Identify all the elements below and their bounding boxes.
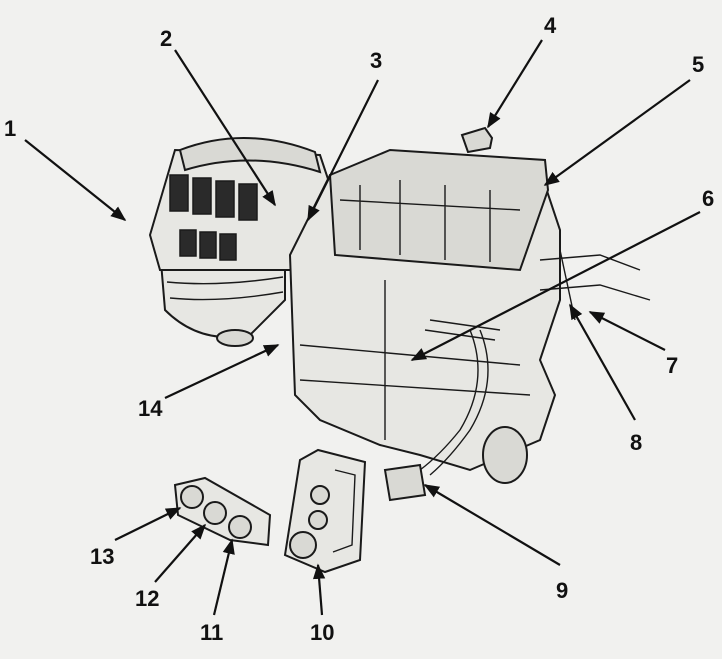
callout-2: 2	[160, 26, 173, 51]
callout-11: 11	[200, 620, 224, 645]
leader-line-14	[164, 344, 280, 399]
callout-4: 4	[544, 13, 557, 38]
callout-3: 3	[370, 48, 383, 73]
callout-1: 1	[4, 116, 17, 141]
callout-12: 12	[135, 586, 160, 611]
leader-line-3	[307, 79, 379, 222]
leader-line-13	[114, 507, 182, 541]
leader-line-1	[24, 139, 127, 221]
leader-line-2	[174, 49, 276, 207]
callout-10: 10	[310, 620, 335, 645]
blower-unit	[148, 137, 332, 347]
leader-line-4	[487, 39, 543, 129]
callout-8: 8	[630, 430, 643, 455]
callout-14: 14	[138, 396, 163, 421]
leader-line-9	[423, 484, 561, 566]
part-4-clip	[460, 126, 494, 154]
leader-line-12	[154, 523, 207, 583]
leader-lines	[24, 39, 701, 616]
leader-line-11	[212, 538, 235, 616]
callout-6: 6	[702, 186, 715, 211]
callout-7: 7	[666, 353, 679, 378]
leader-line-10	[312, 563, 326, 616]
leader-line-6	[410, 211, 701, 361]
leader-line-5	[543, 79, 691, 186]
switch-panel	[173, 476, 272, 547]
callout-13: 13	[90, 544, 115, 569]
callout-9: 9	[556, 578, 569, 603]
leader-line-7	[588, 311, 666, 351]
callout-5: 5	[692, 52, 705, 77]
leader-line-8	[569, 303, 636, 421]
control-unit-10	[283, 448, 367, 574]
heater-case	[288, 148, 651, 502]
